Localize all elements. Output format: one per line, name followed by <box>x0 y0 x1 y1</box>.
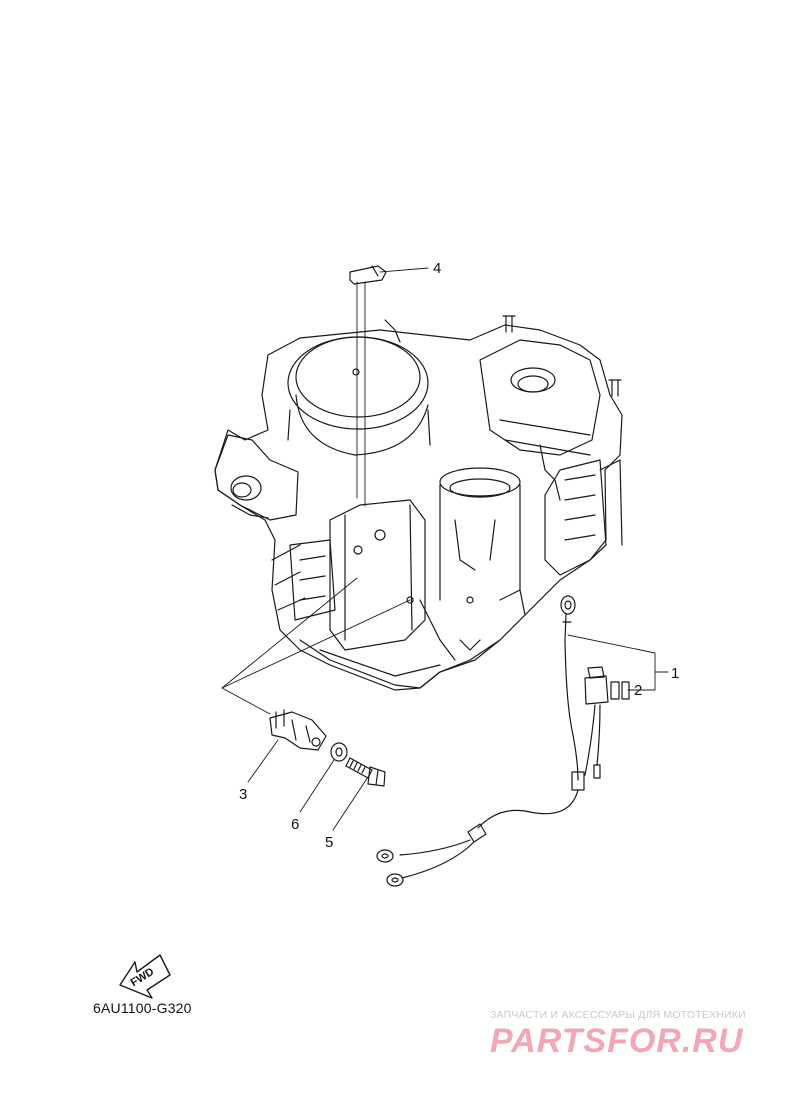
watermark-logo: PARTSFOR.RU <box>490 1022 744 1060</box>
part-4-cap <box>349 265 387 285</box>
callout-5: 5 <box>325 834 333 851</box>
callout-3: 3 <box>239 786 247 803</box>
callout-leaders <box>221 267 669 831</box>
callout-6: 6 <box>291 816 299 833</box>
fwd-arrow-icon <box>119 954 171 999</box>
part-5-bolt <box>345 757 386 787</box>
diagram-code: 6AU1100-G320 <box>93 1000 192 1016</box>
callout-4: 4 <box>433 260 441 277</box>
engine-block <box>214 315 623 691</box>
part-1-wire-harness <box>376 595 609 887</box>
callout-2: 2 <box>634 682 642 699</box>
part-6-washer <box>330 742 348 762</box>
watermark-tagline: ЗАПЧАСТИ И АКСЕССУАРЫ ДЛЯ МОТОТЕХНИКИ <box>490 1009 746 1021</box>
callout-1: 1 <box>671 665 679 682</box>
fwd-label: FWD <box>129 966 157 989</box>
part-2-fuse <box>610 681 630 700</box>
part-3-bracket <box>269 709 327 751</box>
